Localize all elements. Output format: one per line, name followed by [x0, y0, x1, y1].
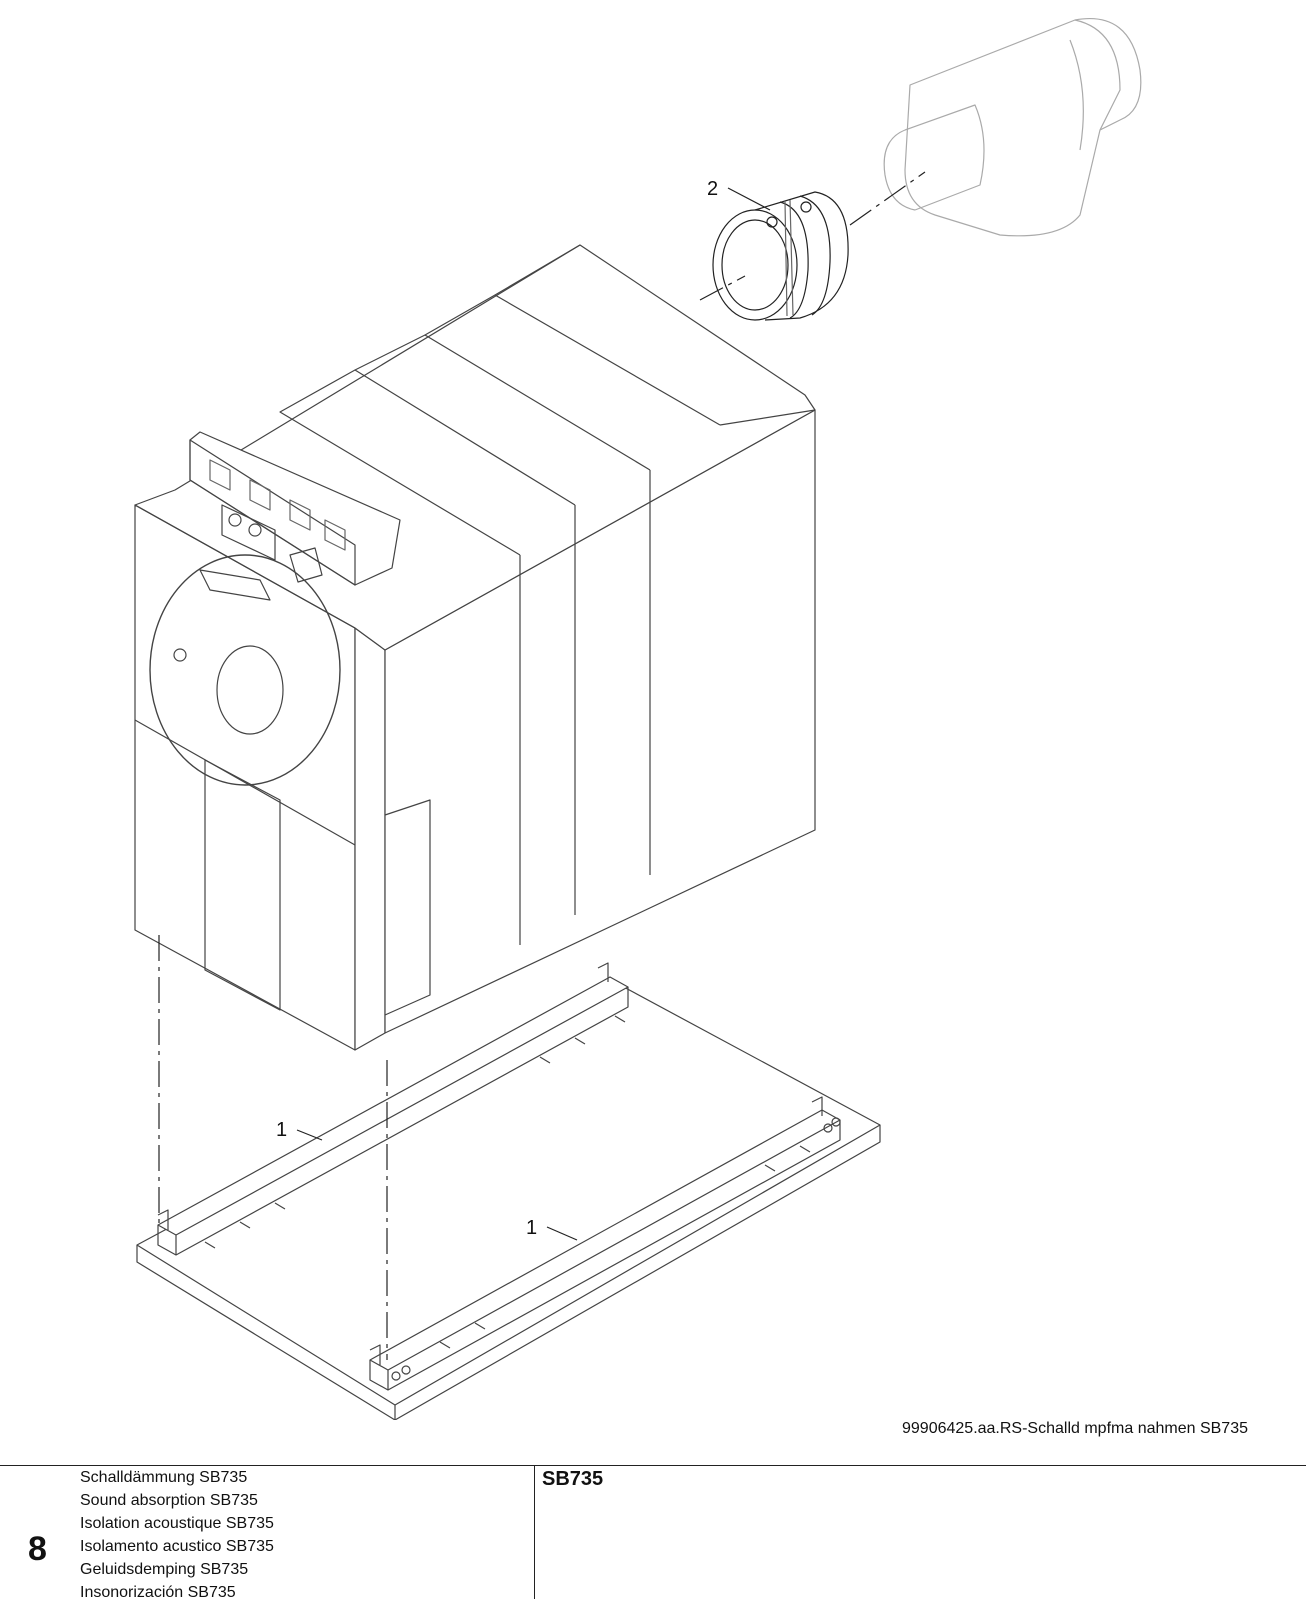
boiler-illustration — [134, 244, 816, 1051]
control-panel-illustration — [189, 431, 401, 586]
description-fr: Isolation acoustique SB735 — [80, 1515, 274, 1532]
burner-illustration — [883, 18, 1142, 237]
sleeve-ring-illustration — [712, 191, 849, 321]
footer-column-divider — [534, 1465, 535, 1599]
description-it: Isolamento acustico SB735 — [80, 1538, 274, 1555]
description-nl: Geluidsdemping SB735 — [80, 1561, 249, 1578]
callout-label-frame-rail-right: 1 — [526, 1217, 537, 1239]
frame-rail-right — [369, 1096, 841, 1391]
footer-divider — [0, 1465, 1306, 1466]
description-list: Schalldämmung SB735 Sound absorption SB7… — [80, 1466, 274, 1604]
description-es: Insonorización SB735 — [80, 1584, 236, 1601]
callout-label-sleeve: 2 — [707, 178, 718, 200]
base-frame-illustration — [136, 962, 881, 1420]
section-number: 8 — [28, 1530, 47, 1568]
callout-label-frame-rail-left: 1 — [276, 1119, 287, 1141]
drawing-file-reference: 99906425.aa.RS-Schalld mpfma nahmen SB73… — [902, 1420, 1248, 1437]
description-en: Sound absorption SB735 — [80, 1492, 258, 1509]
frame-rail-left — [157, 962, 629, 1256]
model-title: SB735 — [542, 1468, 604, 1490]
description-de: Schalldämmung SB735 — [80, 1469, 248, 1486]
exploded-view-drawing: 1 1 2 — [134, 18, 1142, 1420]
